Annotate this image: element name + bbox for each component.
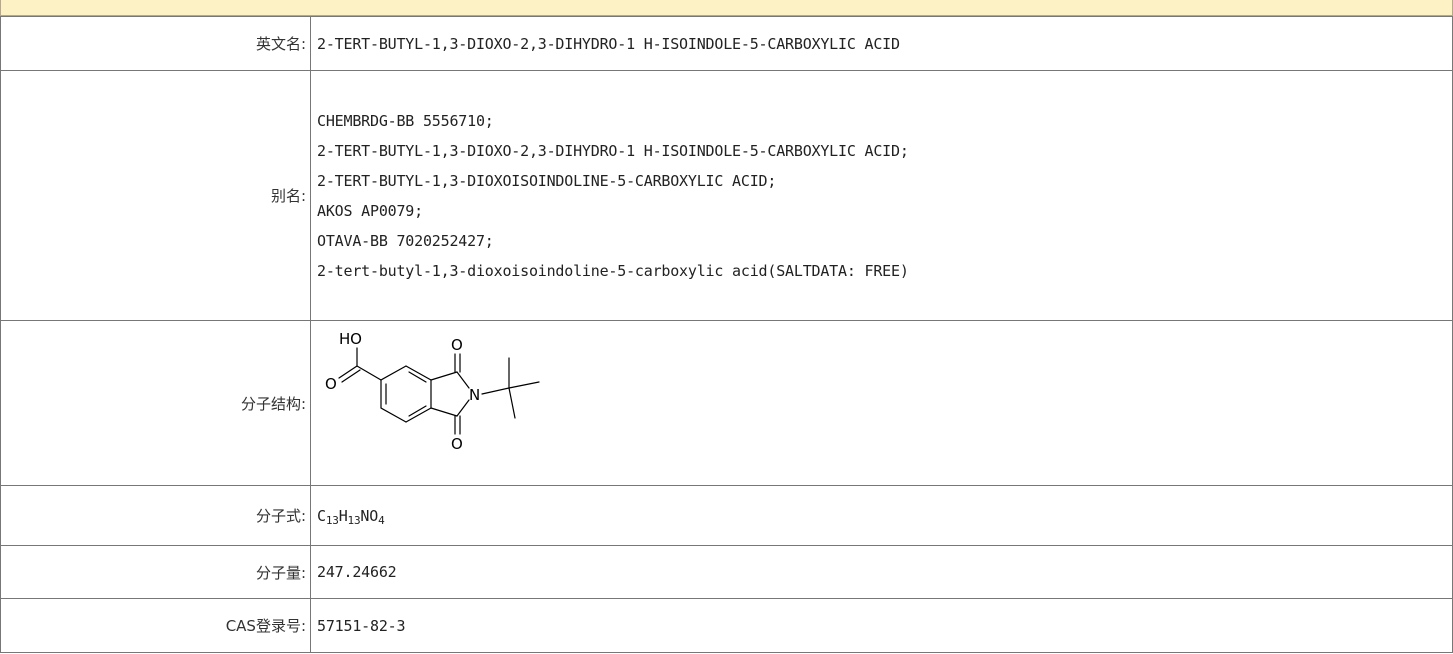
english-name-label: 英文名:	[0, 16, 311, 71]
molecular-weight-label: 分子量:	[0, 545, 311, 599]
english-name-value: 2-TERT-BUTYL-1,3-DIOXO-2,3-DIHYDRO-1 H-I…	[310, 16, 1453, 71]
cas-label: CAS登录号:	[0, 598, 311, 653]
row-english-name: 英文名: 2-TERT-BUTYL-1,3-DIOXO-2,3-DIHYDRO-…	[0, 16, 1453, 71]
row-cas: CAS登录号: 57151-82-3	[0, 598, 1453, 653]
formula-label: 分子式:	[0, 485, 311, 546]
structure-image-wrap: HO O O O N	[317, 321, 1452, 458]
alias-item: CHEMBRDG-BB 5556710;	[317, 111, 494, 130]
structure-value: HO O O O N	[310, 320, 1453, 486]
atom-acid-oxygen: O	[325, 375, 337, 393]
atom-nitrogen: N	[469, 386, 480, 404]
alias-item: 2-TERT-BUTYL-1,3-DIOXOISOINDOLINE-5-CARB…	[317, 171, 777, 190]
row-molecular-weight: 分子量: 247.24662	[0, 545, 1453, 599]
formula-value: C13H13NO4	[310, 485, 1453, 546]
aliases-label: 别名:	[0, 70, 311, 321]
structure-label: 分子结构:	[0, 320, 311, 486]
formula-o-count: 4	[378, 513, 385, 527]
formula-c: C	[317, 506, 326, 525]
atom-bottom-oxygen: O	[451, 435, 463, 453]
atom-top-oxygen: O	[451, 336, 463, 354]
alias-item: 2-tert-butyl-1,3-dioxoisoindoline-5-carb…	[317, 261, 909, 280]
formula-no: NO	[360, 506, 379, 525]
formula-h-count: 13	[347, 513, 361, 527]
formula-h: H	[338, 506, 348, 525]
alias-list: CHEMBRDG-BB 5556710; 2-TERT-BUTYL-1,3-DI…	[317, 99, 1452, 293]
cas-value: 57151-82-3	[310, 598, 1453, 653]
section-header-bar	[0, 0, 1453, 16]
compound-info-table: 英文名: 2-TERT-BUTYL-1,3-DIOXO-2,3-DIHYDRO-…	[0, 16, 1453, 653]
formula-c-count: 13	[325, 513, 339, 527]
alias-item: AKOS AP0079;	[317, 201, 423, 220]
atom-hydroxyl: HO	[339, 330, 362, 348]
row-aliases: 别名: CHEMBRDG-BB 5556710; 2-TERT-BUTYL-1,…	[0, 70, 1453, 321]
alias-item: 2-TERT-BUTYL-1,3-DIOXO-2,3-DIHYDRO-1 H-I…	[317, 141, 909, 160]
molecular-weight-value: 247.24662	[310, 545, 1453, 599]
aliases-value: CHEMBRDG-BB 5556710; 2-TERT-BUTYL-1,3-DI…	[310, 70, 1453, 321]
row-structure: 分子结构:	[0, 320, 1453, 486]
alias-item: OTAVA-BB 7020252427;	[317, 231, 494, 250]
row-formula: 分子式: C13H13NO4	[0, 485, 1453, 546]
molecular-structure-image: HO O O O N	[325, 330, 540, 453]
